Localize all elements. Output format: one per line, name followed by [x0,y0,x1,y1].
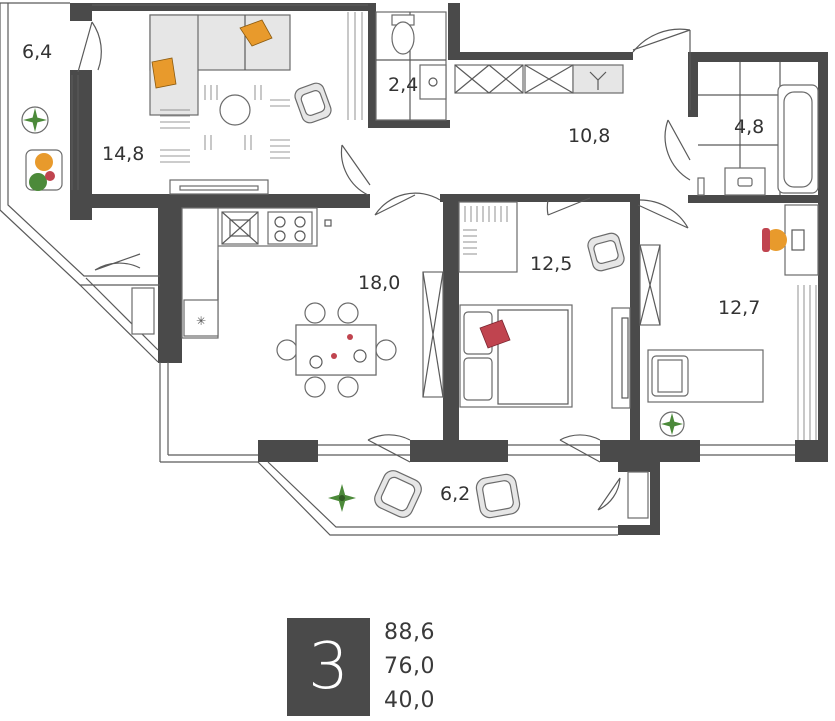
pillow-icon [239,19,273,47]
plant-icon [21,106,49,134]
room-area-toilet: 2,4 [388,74,418,96]
room-area-bedroom-second: 12,7 [718,297,760,319]
stove-icon [267,211,313,245]
wardrobe [347,12,363,120]
room-area-bathroom: 4,8 [734,116,764,138]
room-area-living-room: 14,8 [102,143,144,165]
armchair-icon [587,232,625,272]
sink-icon [419,64,447,100]
hallway-wardrobes [454,64,624,94]
toilet-icon [391,21,415,55]
apartment-summary: 3 88,6 76,0 40,0 [287,618,487,718]
coffee-table [219,94,251,126]
rooms-count-badge: 3 [287,618,370,716]
balcony-bottom-furniture [328,470,521,519]
room-area-bedroom-main: 12,5 [530,253,572,275]
living-room-furniture [149,12,363,195]
chair-icon [762,228,787,252]
plant-icon [659,411,685,437]
armchair-icon [374,470,422,518]
total-area: 88,6 [384,620,435,645]
living-area: 76,0 [384,654,435,679]
bathroom-fixtures [697,62,819,196]
person-icon [25,149,63,191]
pillow-icon [151,57,177,89]
balcony-bottom-outline [257,461,649,536]
toilet-fixtures [375,11,447,121]
room-area-balcony-bottom: 6,2 [440,483,470,505]
balcony-left-outline [0,2,160,363]
svg-text:✳: ✳ [196,314,206,328]
armchair-icon [475,473,521,519]
room-area-hallway: 10,8 [568,125,610,147]
walls [70,3,828,535]
armchair-icon [294,82,332,124]
plant-icon [328,484,356,512]
pillow-icon [479,319,511,349]
extra-area: 40,0 [384,688,435,713]
room-labels: 6,4 14,8 2,4 10,8 4,8 18,0 12,5 12,7 6,2 [22,41,764,505]
room-area-kitchen-dining: 18,0 [358,272,400,294]
bedroom-main-furniture [458,201,631,409]
rug [160,85,290,163]
desk [784,204,819,276]
floor-plan: ✳ [0,2,828,536]
room-area-balcony-left: 6,4 [22,41,52,63]
bedroom-second-furniture [639,204,819,440]
doors [77,21,691,511]
windows [71,4,795,463]
balcony-left-furniture [21,106,63,191]
kitchen-furniture: ✳ [181,207,444,398]
